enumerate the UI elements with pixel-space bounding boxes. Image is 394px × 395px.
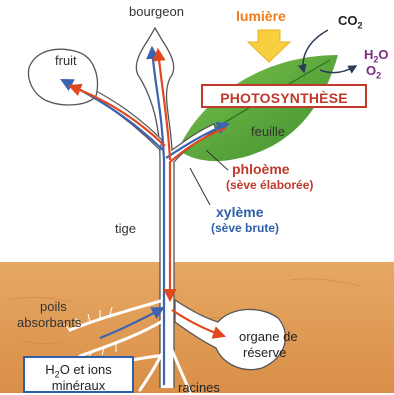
label-feuille: feuille [251,125,285,138]
label-poils: poils [40,300,67,313]
label-reserve: réserve [243,346,286,359]
label-tige: tige [115,222,136,235]
label-absorbants: absorbants [17,316,81,329]
label-lumiere: lumière [236,9,286,23]
leaf [178,55,338,161]
label-xyleme: xylème [216,205,263,219]
label-racines: racines [178,381,220,394]
xylem-pointer [190,168,210,205]
label-photosynthese: PHOTOSYNTHÈSE [203,90,365,106]
label-organe: organe de [239,330,298,343]
light-arrow [248,30,290,62]
photosynthese-box: PHOTOSYNTHÈSE [201,84,367,108]
minerals-box: H2O et ions minéraux [23,356,134,393]
label-fruit: fruit [55,54,77,67]
label-o2: O2 [366,64,381,81]
label-bourgeon: bourgeon [129,5,184,18]
label-h2o-ions: H2O et ions [25,362,132,380]
label-co2: CO2 [338,14,363,31]
label-phloeme: phloème [232,162,290,176]
label-seve-elaboree: (sève élaborée) [226,179,313,191]
label-mineraux: minéraux [25,378,132,393]
label-seve-brute: (sève brute) [211,222,279,234]
